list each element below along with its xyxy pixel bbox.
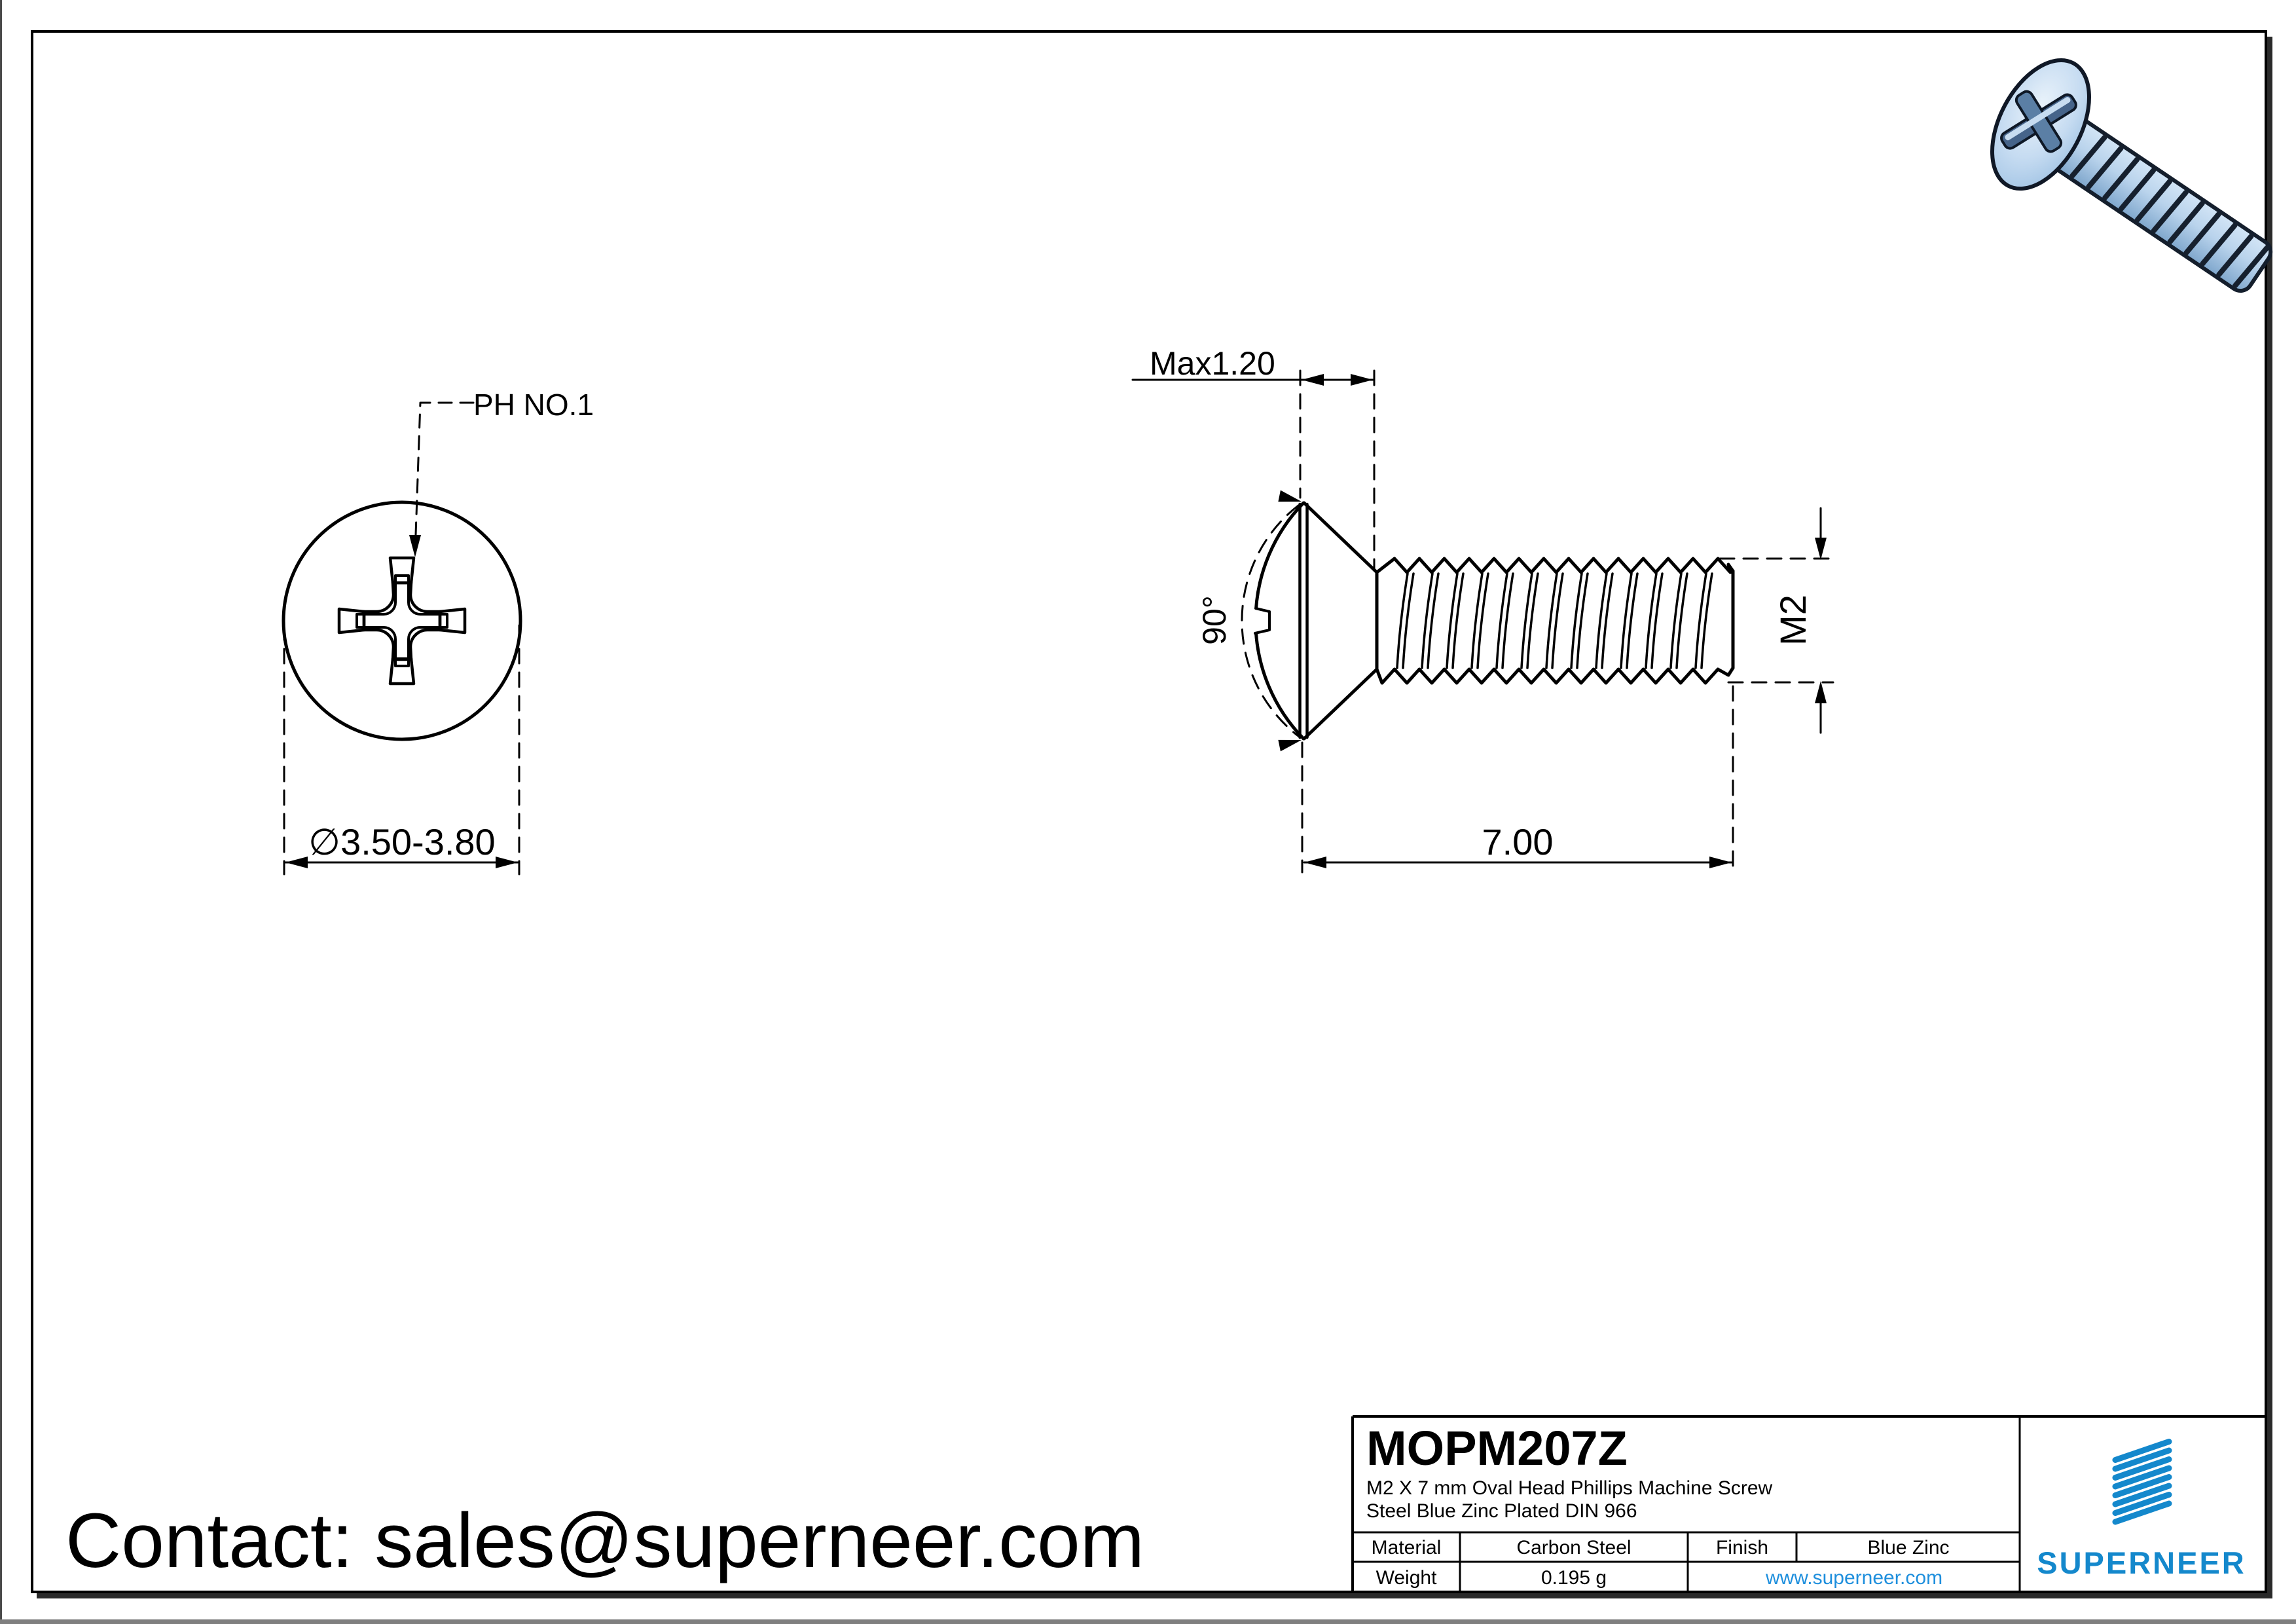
side-view xyxy=(1131,369,1834,874)
weight-value: 0.195 g xyxy=(1541,1567,1607,1589)
frame-shadow-right xyxy=(2267,37,2272,1598)
description-line2: Steel Blue Zinc Plated DIN 966 xyxy=(1366,1500,1637,1522)
frame-shadow-bottom xyxy=(37,1593,2272,1598)
brand-logo-stripes-icon xyxy=(2112,1439,2172,1525)
screw-3d-recess xyxy=(2000,90,2077,153)
website-link[interactable]: www.superneer.com xyxy=(1765,1567,1942,1589)
diameter-label: ∅3.50-3.80 xyxy=(308,821,495,862)
screw-3d-threads xyxy=(2069,134,2270,289)
finish-value: Blue Zinc xyxy=(1867,1537,1949,1559)
material-value: Carbon Steel xyxy=(1516,1537,1631,1559)
head-height-label: Max1.20 xyxy=(1150,345,1275,382)
brand-name: SUPERNEER xyxy=(2037,1545,2246,1580)
thread-dimension xyxy=(1719,507,1834,734)
drawing-frame xyxy=(31,30,2267,1593)
description-line1: M2 X 7 mm Oval Head Phillips Machine Scr… xyxy=(1366,1477,1773,1499)
thread-profile xyxy=(1375,557,1735,685)
recess-notch xyxy=(1254,607,1271,635)
front-view xyxy=(282,401,522,876)
thread-label: M2 xyxy=(1772,595,1813,646)
length-dimension xyxy=(1301,685,1734,874)
finish-label: Finish xyxy=(1716,1537,1768,1559)
driver-label: PH NO.1 xyxy=(473,388,594,422)
weight-label: Weight xyxy=(1376,1567,1437,1589)
length-label: 7.00 xyxy=(1482,821,1554,862)
material-label: Material xyxy=(1372,1537,1442,1559)
angle-label: 90° xyxy=(1196,595,1233,645)
diameter-dimension xyxy=(283,624,520,876)
screw-3d-render xyxy=(1990,58,2273,293)
phillips-recess xyxy=(337,556,467,686)
driver-leader xyxy=(409,401,475,557)
part-number: MOPM207Z xyxy=(1366,1421,1628,1475)
head-outline xyxy=(282,500,522,741)
head-height-dimension xyxy=(1131,369,1376,570)
title-block xyxy=(1351,1415,2266,1592)
page-left-edge xyxy=(0,0,2,1624)
contact-text: Contact: sales@superneer.com xyxy=(65,1498,1144,1584)
angle-dimension xyxy=(1241,490,1302,752)
page-bottom-bar xyxy=(0,1619,2296,1624)
